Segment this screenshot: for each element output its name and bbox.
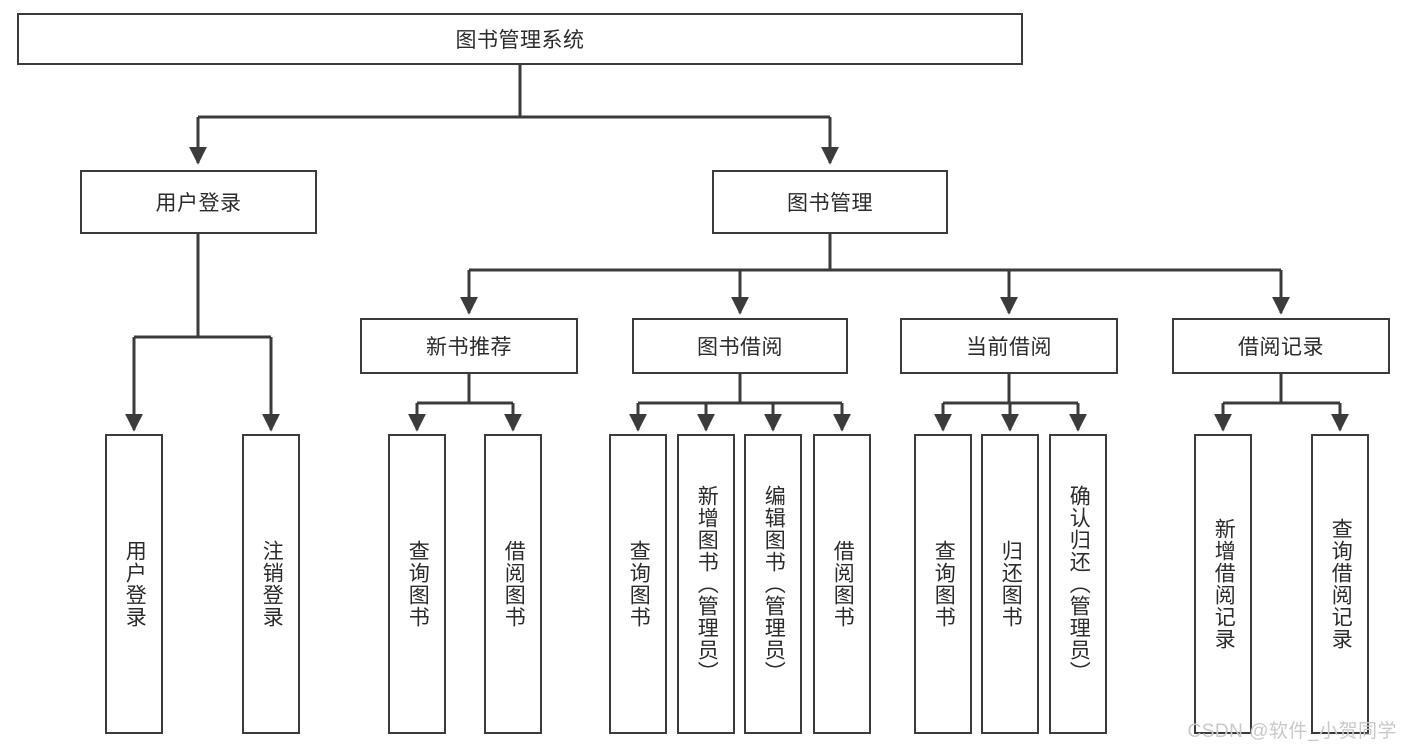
node-borrow-record-label: 借阅记录 <box>1238 336 1324 359</box>
node-leaf-logout-label: 注销登录 <box>260 540 284 628</box>
node-current-borrow[interactable]: 当前借阅 <box>900 318 1118 374</box>
node-leaf-edit-book-admin-label: 编辑图书（管理员） <box>762 485 786 683</box>
node-leaf-query-book-recommend[interactable]: 查询图书 <box>388 434 446 734</box>
node-leaf-query-book-current[interactable]: 查询图书 <box>914 434 972 734</box>
node-leaf-query-book-borrow[interactable]: 查询图书 <box>609 434 667 734</box>
node-leaf-query-borrow-record-label: 查询借阅记录 <box>1329 518 1353 650</box>
node-leaf-borrow-book-recommend[interactable]: 借阅图书 <box>484 434 542 734</box>
node-leaf-query-book-borrow-label: 查询图书 <box>627 540 651 628</box>
node-leaf-borrow-book-label: 借阅图书 <box>831 540 855 628</box>
node-current-borrow-label: 当前借阅 <box>966 336 1052 359</box>
node-root[interactable]: 图书管理系统 <box>17 13 1023 65</box>
node-leaf-logout[interactable]: 注销登录 <box>242 434 300 734</box>
node-leaf-borrow-book-recommend-label: 借阅图书 <box>502 540 526 628</box>
node-user-login-label: 用户登录 <box>155 192 242 215</box>
node-leaf-add-book-admin-label: 新增图书（管理员） <box>695 485 719 683</box>
node-leaf-add-borrow-record[interactable]: 新增借阅记录 <box>1194 434 1252 734</box>
node-leaf-confirm-return-admin-label: 确认归还（管理员） <box>1067 485 1091 683</box>
node-leaf-add-book-admin[interactable]: 新增图书（管理员） <box>677 434 735 734</box>
node-new-book-recommend-label: 新书推荐 <box>426 336 512 359</box>
node-leaf-query-borrow-record[interactable]: 查询借阅记录 <box>1311 434 1369 734</box>
watermark: CSDN @软件_小贺同学 <box>1187 721 1397 742</box>
node-borrow-record[interactable]: 借阅记录 <box>1172 318 1390 374</box>
node-book-borrow[interactable]: 图书借阅 <box>632 318 848 374</box>
node-leaf-user-login-label: 用户登录 <box>123 540 147 628</box>
node-leaf-user-login[interactable]: 用户登录 <box>105 434 163 734</box>
node-leaf-return-book[interactable]: 归还图书 <box>981 434 1039 734</box>
node-book-management-label: 图书管理 <box>787 192 873 215</box>
node-user-login[interactable]: 用户登录 <box>80 170 317 234</box>
node-root-label: 图书管理系统 <box>455 29 585 52</box>
node-new-book-recommend[interactable]: 新书推荐 <box>360 318 578 374</box>
node-leaf-borrow-book[interactable]: 借阅图书 <box>813 434 871 734</box>
node-leaf-query-book-current-label: 查询图书 <box>932 540 956 628</box>
node-book-management[interactable]: 图书管理 <box>712 170 948 234</box>
node-leaf-return-book-label: 归还图书 <box>999 540 1023 628</box>
node-book-borrow-label: 图书借阅 <box>697 336 783 359</box>
node-leaf-edit-book-admin[interactable]: 编辑图书（管理员） <box>744 434 802 734</box>
node-leaf-confirm-return-admin[interactable]: 确认归还（管理员） <box>1049 434 1107 734</box>
node-leaf-add-borrow-record-label: 新增借阅记录 <box>1212 518 1236 650</box>
node-leaf-query-book-recommend-label: 查询图书 <box>406 540 430 628</box>
